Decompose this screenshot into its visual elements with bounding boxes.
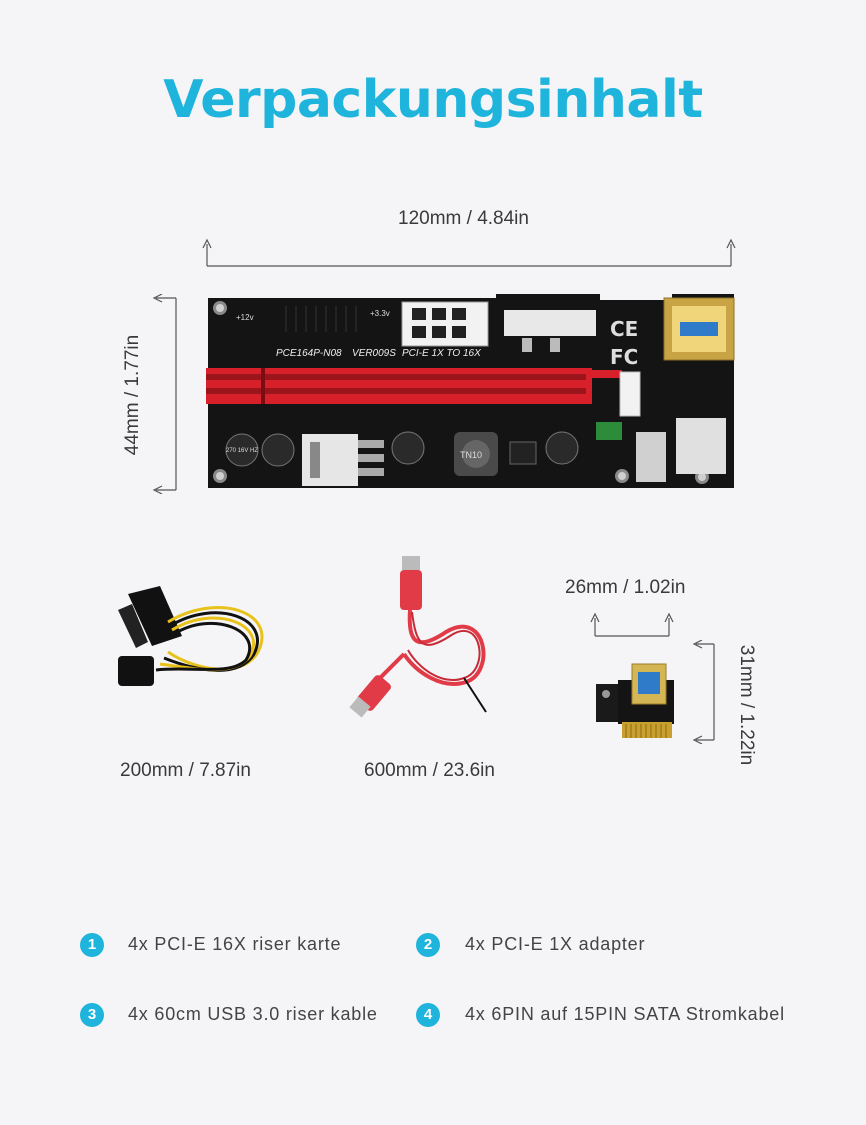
plus33v-mark: +3.3v — [370, 309, 390, 318]
adapter-width-label: 26mm / 1.02in — [565, 577, 686, 598]
legend-item-3: 4x 60cm USB 3.0 riser kable — [128, 1004, 378, 1024]
usb-riser-cable — [349, 556, 487, 718]
plus12v-mark: +12v — [236, 313, 254, 322]
legend-number-2: 2 — [416, 933, 440, 957]
riser-width-arrow — [202, 238, 736, 267]
riser-height-arrow — [152, 294, 177, 494]
board-version-text: VER009S — [352, 348, 396, 359]
power-cable-length-label: 200mm / 7.87in — [120, 760, 251, 781]
adapter-height-label: 31mm / 1.22in — [736, 644, 757, 766]
page-title: Verpackungsinhalt — [163, 70, 703, 130]
inductor-text: TN10 — [460, 450, 482, 460]
svg-text:FC: FC — [610, 345, 638, 369]
capacitor-text: 270 16V HZ — [226, 448, 258, 454]
adapter-width-arrow — [590, 612, 674, 637]
pcie-1x-adapter — [596, 663, 674, 738]
riser-width-label: 120mm / 4.84in — [398, 208, 529, 229]
legend-item-2: 4x PCI-E 1X adapter — [465, 934, 646, 954]
board-model-text: PCE164P-N08 — [276, 348, 342, 359]
sata-power-cable — [118, 586, 264, 686]
legend-item-4: 4x 6PIN auf 15PIN SATA Stromkabel — [465, 1004, 785, 1024]
usb-cable-length-label: 600mm / 23.6in — [364, 760, 495, 781]
pcie-16x-riser-board: CE FC +12v +3.3v PCE164P-N08 VER009S PCI… — [200, 292, 740, 492]
adapter-height-arrow — [692, 640, 715, 744]
riser-height-label: 44mm / 1.77in — [122, 334, 143, 456]
svg-text:CE: CE — [610, 317, 638, 341]
legend-number-3: 3 — [80, 1003, 104, 1027]
legend-number-1: 1 — [80, 933, 104, 957]
legend-item-1: 4x PCI-E 16X riser karte — [128, 934, 342, 954]
board-description-text: PCI-E 1X TO 16X — [402, 348, 481, 359]
legend-number-4: 4 — [416, 1003, 440, 1027]
